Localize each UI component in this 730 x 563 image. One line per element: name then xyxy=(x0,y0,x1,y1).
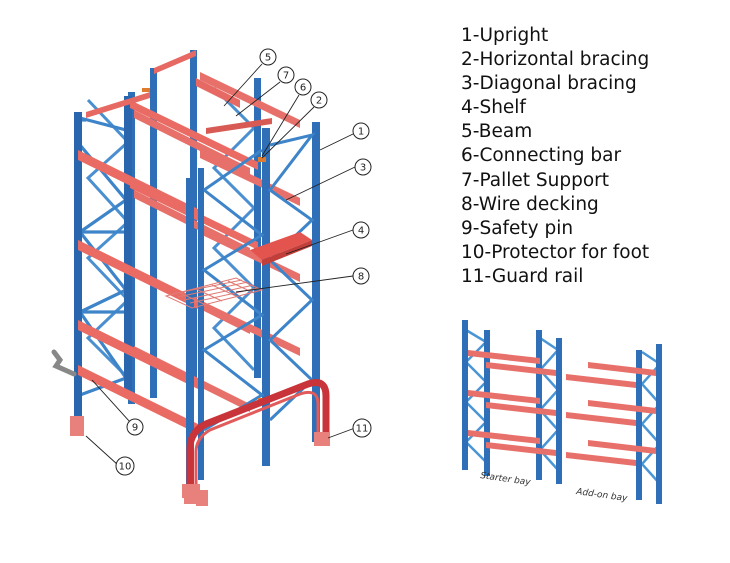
add-on-bay: Add-on bay xyxy=(566,344,662,504)
legend-item-connecting-bar: 6-Connecting bar xyxy=(461,145,622,167)
callouts: 5 7 6 2 1 3 4 8 xyxy=(115,48,372,476)
shelf xyxy=(250,232,312,266)
legend-item-horizontal-bracing: 2-Horizontal bracing xyxy=(461,49,650,71)
bay-illustration: Starter bay Add-on bay xyxy=(462,320,662,504)
callout-4-label: 4 xyxy=(358,226,364,237)
middle-uprights xyxy=(186,122,320,498)
callout-6: 6 xyxy=(294,78,312,96)
front-uprights xyxy=(74,96,132,428)
parts-legend: 1-Upright 2-Horizontal bracing 3-Diagona… xyxy=(461,24,649,289)
wire-decking xyxy=(164,277,264,309)
callout-4: 4 xyxy=(352,221,370,239)
callout-10-label: 10 xyxy=(119,462,132,473)
starter-bay: Starter bay xyxy=(462,320,562,488)
callout-5-label: 5 xyxy=(265,53,271,64)
callout-8-label: 8 xyxy=(358,272,364,283)
callout-7-label: 7 xyxy=(283,71,289,82)
starter-bay-label: Starter bay xyxy=(480,471,532,488)
add-on-bay-label: Add-on bay xyxy=(575,487,629,504)
callout-1: 1 xyxy=(352,122,370,140)
legend-item-protector-for-foot: 10-Protector for foot xyxy=(461,241,650,263)
callout-8: 8 xyxy=(352,267,370,285)
legend-item-diagonal-bracing: 3-Diagonal bracing xyxy=(461,73,637,95)
callout-11-label: 11 xyxy=(356,424,369,435)
callout-9-label: 9 xyxy=(132,423,138,434)
callout-3-label: 3 xyxy=(360,163,366,174)
front-beams-long xyxy=(78,100,258,435)
callout-3: 3 xyxy=(354,158,372,176)
callout-2-label: 2 xyxy=(316,96,322,107)
pallet-support xyxy=(206,118,272,134)
callout-2: 2 xyxy=(310,91,328,109)
callout-5: 5 xyxy=(259,48,277,66)
callout-1-label: 1 xyxy=(358,127,364,138)
legend-item-wire-decking: 8-Wire decking xyxy=(461,193,599,215)
callout-11: 11 xyxy=(352,418,372,438)
guard-rail xyxy=(182,379,330,498)
legend-item-upright: 1-Upright xyxy=(461,25,549,46)
callout-leaders xyxy=(85,63,356,466)
callout-10: 10 xyxy=(115,456,135,476)
main-rack xyxy=(51,50,330,506)
callout-6-label: 6 xyxy=(300,83,306,94)
legend-item-pallet-support: 7-Pallet Support xyxy=(461,169,610,191)
safety-pin xyxy=(51,349,77,377)
legend-item-beam: 5-Beam xyxy=(461,121,533,143)
legend-item-shelf: 4-Shelf xyxy=(461,97,526,119)
callout-9: 9 xyxy=(126,418,144,436)
callout-7: 7 xyxy=(277,66,295,84)
legend-item-safety-pin: 9-Safety pin xyxy=(461,217,574,239)
legend-item-guard-rail: 11-Guard rail xyxy=(461,265,584,287)
